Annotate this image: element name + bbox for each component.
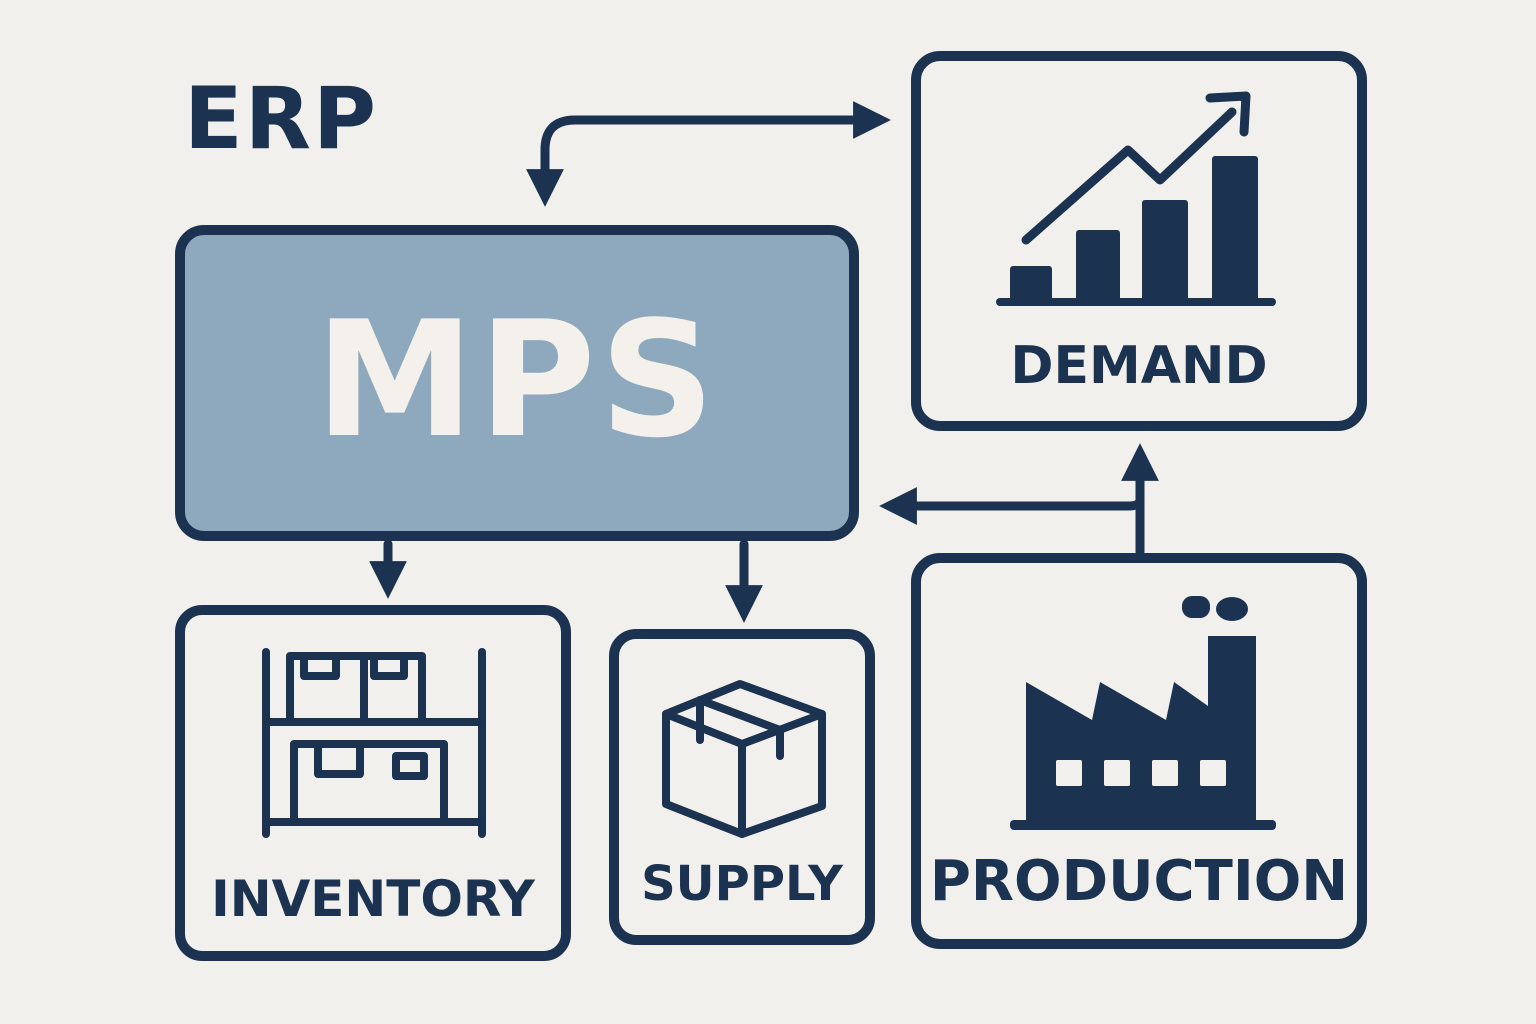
supply-box[interactable] bbox=[609, 629, 875, 945]
factory-icon bbox=[1010, 596, 1276, 830]
shelf-boxes-icon bbox=[262, 648, 486, 838]
supply-label: SUPPLY bbox=[641, 856, 843, 912]
demand-box[interactable] bbox=[911, 51, 1367, 431]
erp-title: ERP bbox=[184, 69, 378, 169]
box-icon bbox=[662, 680, 826, 838]
demand-label: DEMAND bbox=[1010, 336, 1268, 396]
bar-chart-trend-icon bbox=[996, 91, 1276, 306]
production-label: PRODUCTION bbox=[929, 849, 1349, 914]
mps-label: MPS bbox=[315, 286, 719, 473]
production-box[interactable] bbox=[911, 553, 1367, 949]
mps-box[interactable] bbox=[175, 225, 859, 541]
inventory-label: INVENTORY bbox=[211, 870, 535, 928]
inventory-box[interactable] bbox=[175, 605, 571, 961]
arrow-production-mps bbox=[879, 487, 1145, 525]
arrow-mps-demand-loop bbox=[526, 101, 891, 207]
